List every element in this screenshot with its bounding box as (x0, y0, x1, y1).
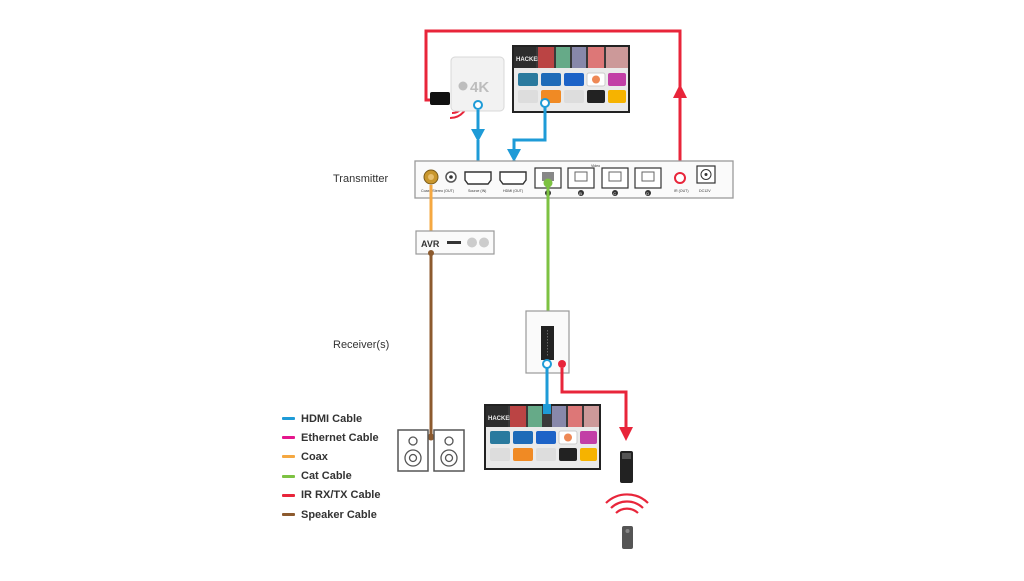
legend-label-ir: IR RX/TX Cable (301, 489, 381, 502)
apple-tv-label: 4K (470, 79, 489, 96)
apple-tv-device: 4K (450, 56, 505, 112)
receiver-device (525, 310, 570, 374)
legend-swatch-ir (282, 493, 295, 497)
legend-swatch-cat (282, 474, 295, 478)
legend-swatch-ethernet (282, 436, 295, 440)
port-label-ir-out: IR (OUT) (674, 189, 689, 193)
tv-top-banner: HACKED (516, 57, 542, 63)
tv-bottom-banner: HACKED (488, 416, 514, 422)
tv-bottom: HACKED (484, 404, 601, 470)
legend-item-speaker: Speaker Cable (282, 505, 380, 524)
legend-item-coax: Coax (282, 447, 380, 466)
legend-swatch-hdmi (282, 417, 295, 421)
port-label-hdmi-out: HDMI (OUT) (503, 189, 523, 193)
legend: HDMI Cable Ethernet Cable Coax Cat Cable… (282, 409, 380, 524)
port-label-dc: DC12V (699, 189, 711, 193)
transmitter-label: Transmitter (333, 173, 389, 185)
legend-label-ethernet: Ethernet Cable (301, 431, 379, 444)
legend-label-coax: Coax (301, 450, 328, 463)
speakers (397, 429, 465, 472)
avr-device: AVR (415, 230, 495, 256)
legend-label-hdmi: HDMI Cable (301, 412, 363, 425)
legend-item-ir: IR RX/TX Cable (282, 486, 380, 505)
avr-label: AVR (421, 239, 440, 249)
legend-label-speaker: Speaker Cable (301, 508, 377, 521)
legend-item-hdmi: HDMI Cable (282, 409, 380, 428)
port-label-source: Source (IN) (468, 189, 486, 193)
port-marker-c: C (613, 191, 616, 196)
ir-receiver-cable (560, 368, 633, 441)
port-label-video: Video (591, 164, 600, 168)
port-marker-d: D (646, 191, 649, 196)
legend-item-ethernet: Ethernet Cable (282, 428, 380, 447)
transmitter-device: A B C D Coax / Stereo (OUT) Source (IN) … (414, 160, 734, 199)
port-marker-b: B (579, 191, 582, 196)
legend-label-cat: Cat Cable (301, 470, 352, 483)
legend-swatch-coax (282, 455, 295, 459)
legend-item-cat: Cat Cable (282, 467, 380, 486)
port-label-coax: Coax / Stereo (OUT) (421, 189, 454, 193)
ir-receiver-eye-icon (620, 451, 633, 483)
legend-swatch-speaker (282, 513, 295, 517)
receivers-label: Receiver(s) (333, 339, 390, 351)
tv-top: HACKED (512, 45, 630, 113)
remote-control-icon (605, 493, 649, 549)
